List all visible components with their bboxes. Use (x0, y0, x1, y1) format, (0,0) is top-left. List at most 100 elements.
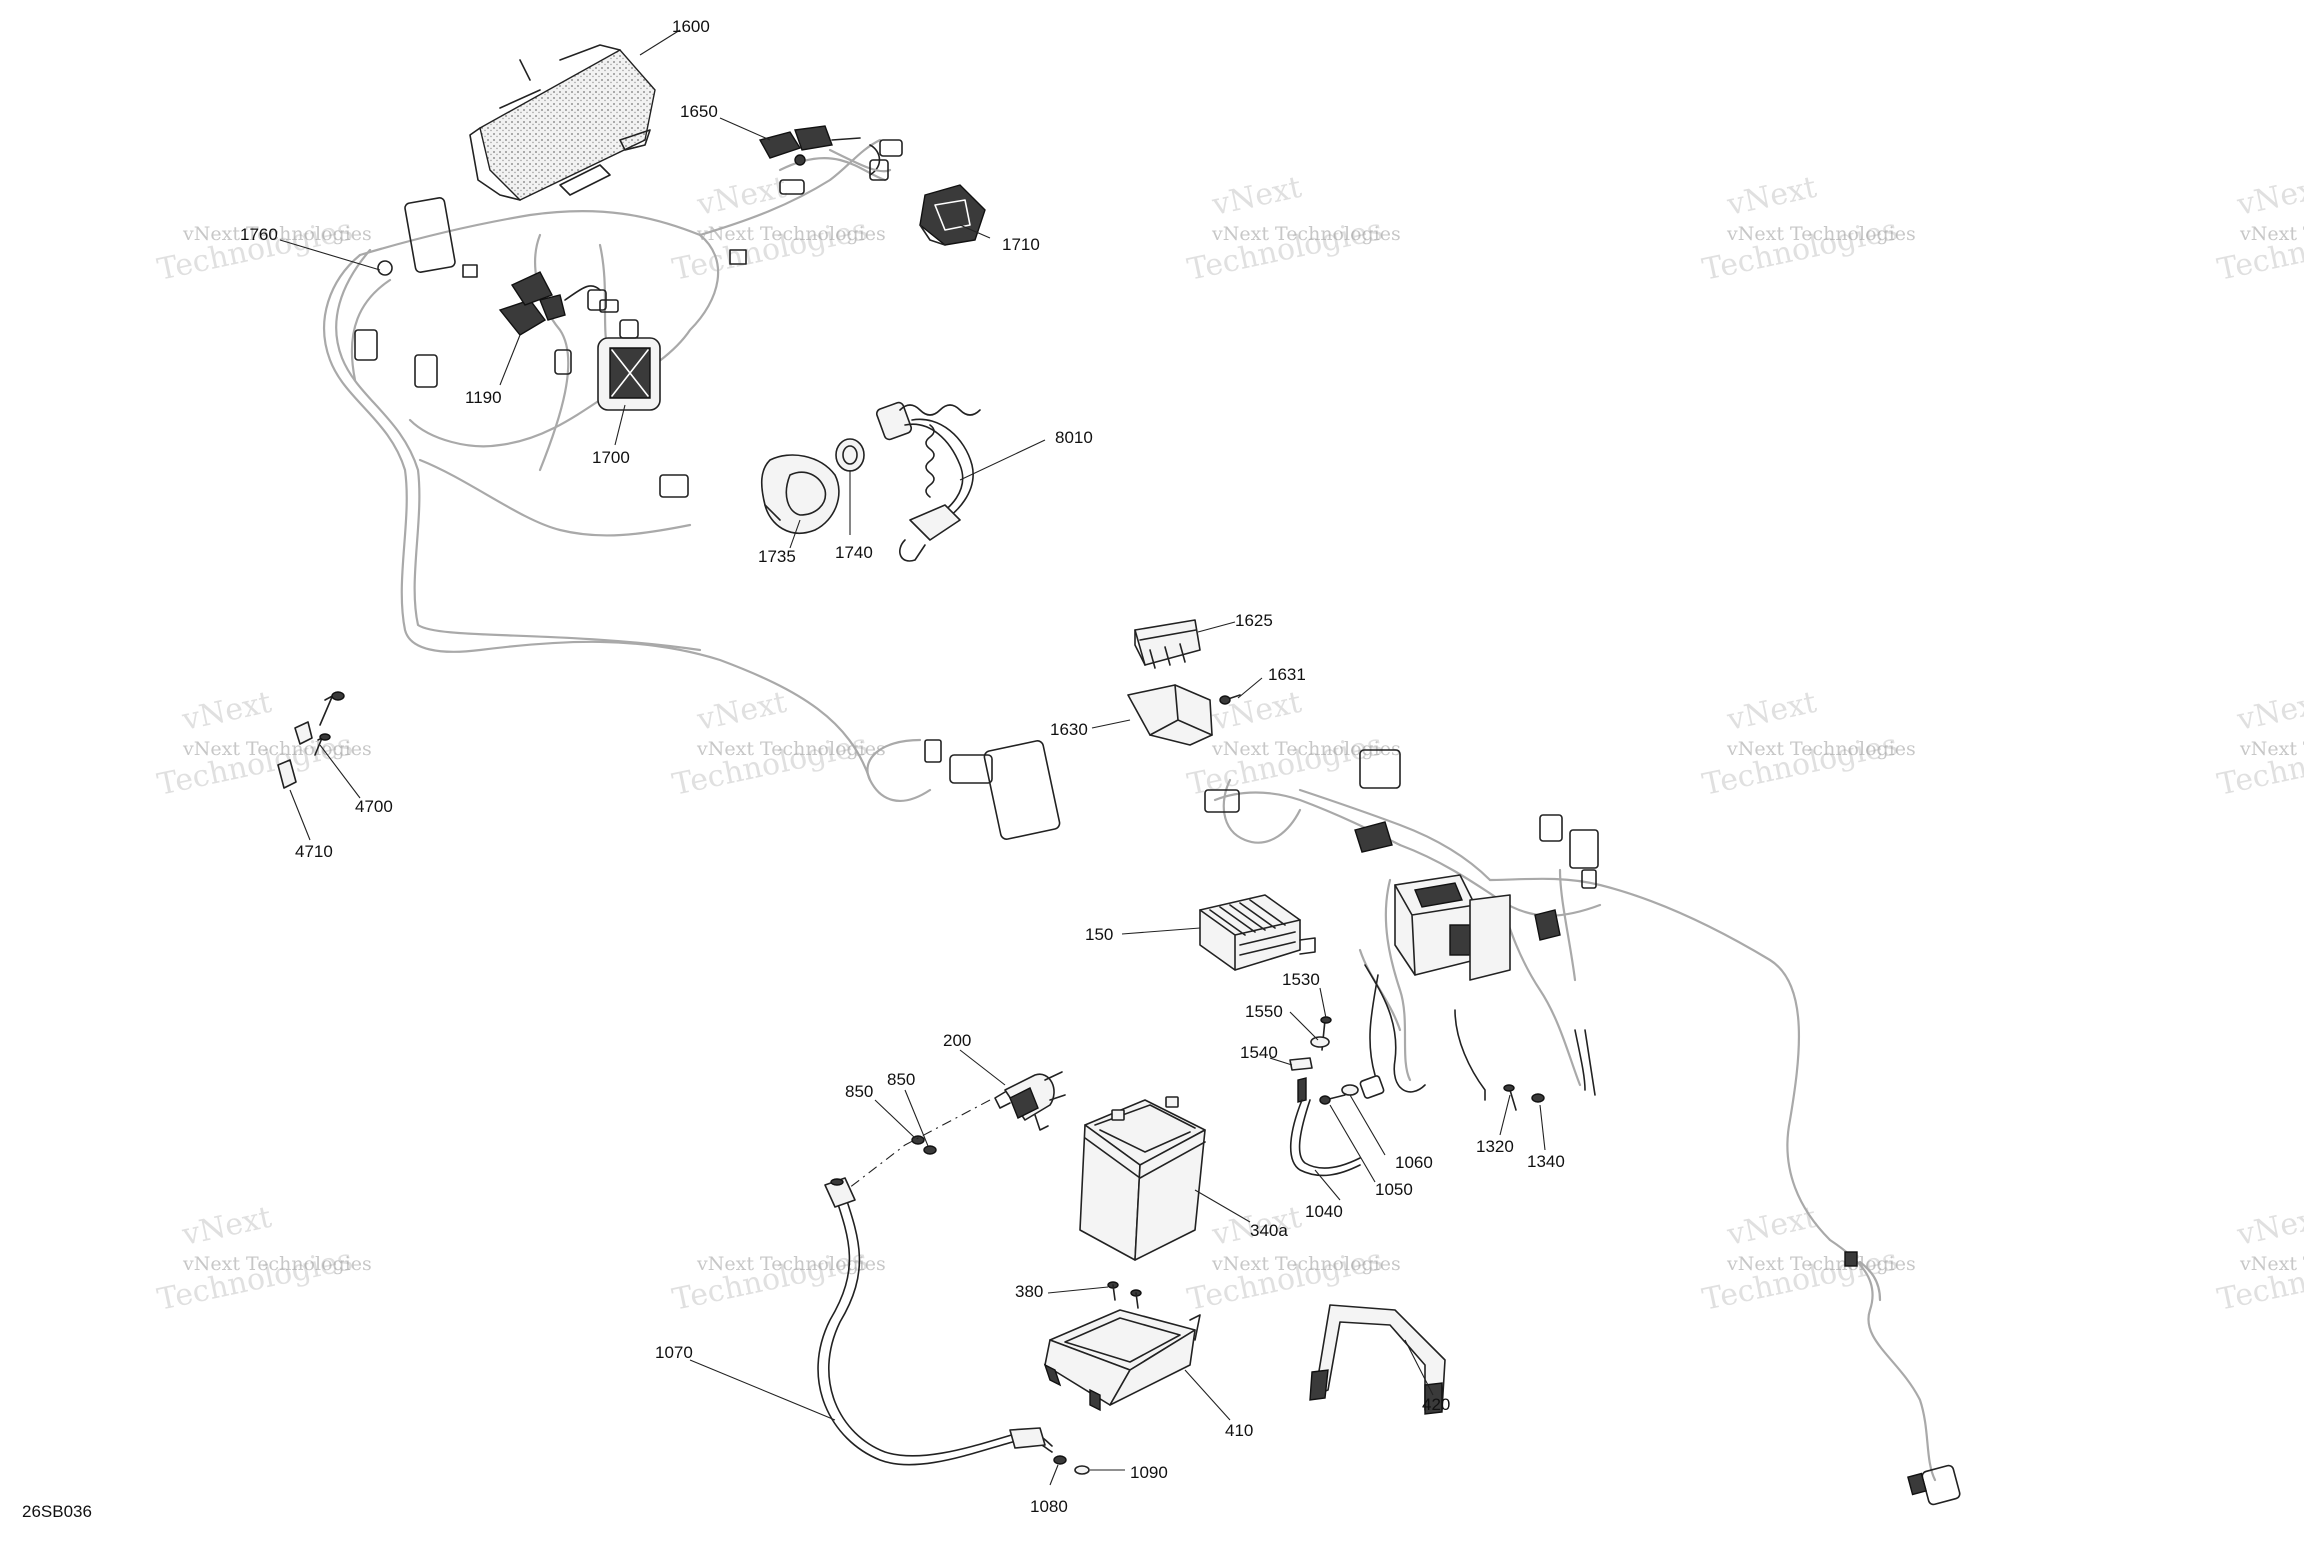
callout-410: 410 (1225, 1421, 1253, 1440)
screw-1050-part (1319, 1094, 1346, 1105)
nut-1740-part (835, 438, 865, 472)
callout-1650: 1650 (680, 102, 718, 121)
connector-1650-part (758, 125, 903, 195)
callout-1760: 1760 (240, 225, 278, 244)
watermark-text: vNext Technologies (1211, 738, 1401, 760)
tether-cord-8010-part (875, 401, 981, 562)
callout-1070: 1070 (655, 1343, 693, 1362)
callout-850: 850 (845, 1082, 873, 1101)
nut-850-part (923, 1145, 937, 1155)
watermark-text: vNext (178, 685, 274, 738)
battery-340a-part (1079, 1096, 1206, 1261)
callout-1340: 1340 (1527, 1152, 1565, 1171)
watermark-text: vNext (693, 685, 789, 738)
washer-1090-part (1074, 1465, 1090, 1475)
callout-420: 420 (1422, 1395, 1450, 1414)
clip-4710-part (277, 759, 297, 789)
nut-1060-part (1341, 1084, 1359, 1096)
callout-1190: 1190 (465, 388, 502, 407)
callout-1631: 1631 (1268, 665, 1306, 684)
instrument-cluster-part (469, 44, 656, 201)
retaining-strap-420-part (1309, 1304, 1446, 1415)
watermark-text: vNext Technologies (1726, 223, 1916, 245)
voltage-regulator-150-part (1199, 894, 1316, 971)
watermark-text: vNext Technologies (1211, 1253, 1401, 1275)
callout-4710: 4710 (295, 842, 333, 861)
washer-1340-part (1531, 1093, 1545, 1103)
callout-1540: 1540 (1240, 1043, 1278, 1062)
callout-1600: 1600 (672, 17, 710, 36)
callout-1735: 1735 (758, 547, 796, 566)
watermark-text: vNext (2233, 1200, 2304, 1253)
watermark-text: vNext (1723, 170, 1819, 223)
callout-1040: 1040 (1305, 1202, 1343, 1221)
callout-1050: 1050 (1375, 1180, 1413, 1199)
callout-1530: 1530 (1282, 970, 1320, 989)
callout-1630: 1630 (1050, 720, 1088, 739)
upper-wiring-harness (323, 138, 1061, 840)
terminal-1540-part (1289, 1057, 1313, 1103)
watermark-text: vNext Technologies (2239, 1253, 2304, 1275)
callout-850: 850 (887, 1070, 915, 1089)
connector-1190-part (498, 271, 619, 336)
callout-4700: 4700 (355, 797, 393, 816)
watermark-text: vNext Technologies (696, 1253, 886, 1275)
watermark-text: vNext (693, 170, 789, 223)
assembly-line (839, 1099, 991, 1196)
watermark-text: vNext (1723, 685, 1819, 738)
starter-solenoid-200-part (994, 1071, 1066, 1131)
switch-1700-part (597, 319, 661, 411)
watermark-text: vNext Technologies (1726, 738, 1916, 760)
leader-lines (279, 29, 1546, 1486)
switch-1735-part (760, 454, 840, 534)
callout-1060: 1060 (1395, 1153, 1433, 1172)
battery-tray-410-part (1043, 1309, 1201, 1412)
watermark-text: vNext (2233, 685, 2304, 738)
diagram-code: 26SB036 (22, 1502, 92, 1521)
washer-1550-part (1310, 1036, 1330, 1048)
watermark-text: vNext (178, 1200, 274, 1253)
main-wiring-harness (1204, 749, 1961, 1506)
callout-380: 380 (1015, 1282, 1043, 1301)
screw-1320-part (1503, 1084, 1517, 1111)
callout-1700: 1700 (592, 448, 630, 467)
switch-1710-part (919, 184, 986, 246)
watermark-text: vNext (1208, 685, 1304, 738)
screw-1631-part (1219, 694, 1241, 705)
callout-200: 200 (943, 1031, 971, 1050)
nut-1080-part (1053, 1455, 1067, 1465)
watermark-text: vNext (1208, 170, 1304, 223)
callout-1080: 1080 (1030, 1497, 1068, 1516)
watermark-text: vNext Technologies (696, 223, 886, 245)
module-1625-part (1134, 619, 1201, 669)
callout-1320: 1320 (1476, 1137, 1514, 1156)
callout-340a: 340a (1250, 1221, 1288, 1240)
callout-1710: 1710 (1002, 235, 1040, 254)
watermark-text: vNext Technologies (182, 223, 372, 245)
callout-8010: 8010 (1055, 428, 1093, 447)
callout-1740: 1740 (835, 543, 873, 562)
callout-1090: 1090 (1130, 1463, 1168, 1482)
screw-380-part (1107, 1281, 1119, 1301)
screw-4700-part (294, 691, 345, 756)
watermark-text: vNext Technologies (696, 738, 886, 760)
callout-labels: 1600 1650 1760 1710 1190 1700 8010 1735 … (240, 17, 1565, 1516)
watermark-text: vNext Technologies (182, 1253, 372, 1275)
watermark-text: vNext Technologies (2239, 738, 2304, 760)
ground-cable-1040-part (1289, 1099, 1361, 1177)
